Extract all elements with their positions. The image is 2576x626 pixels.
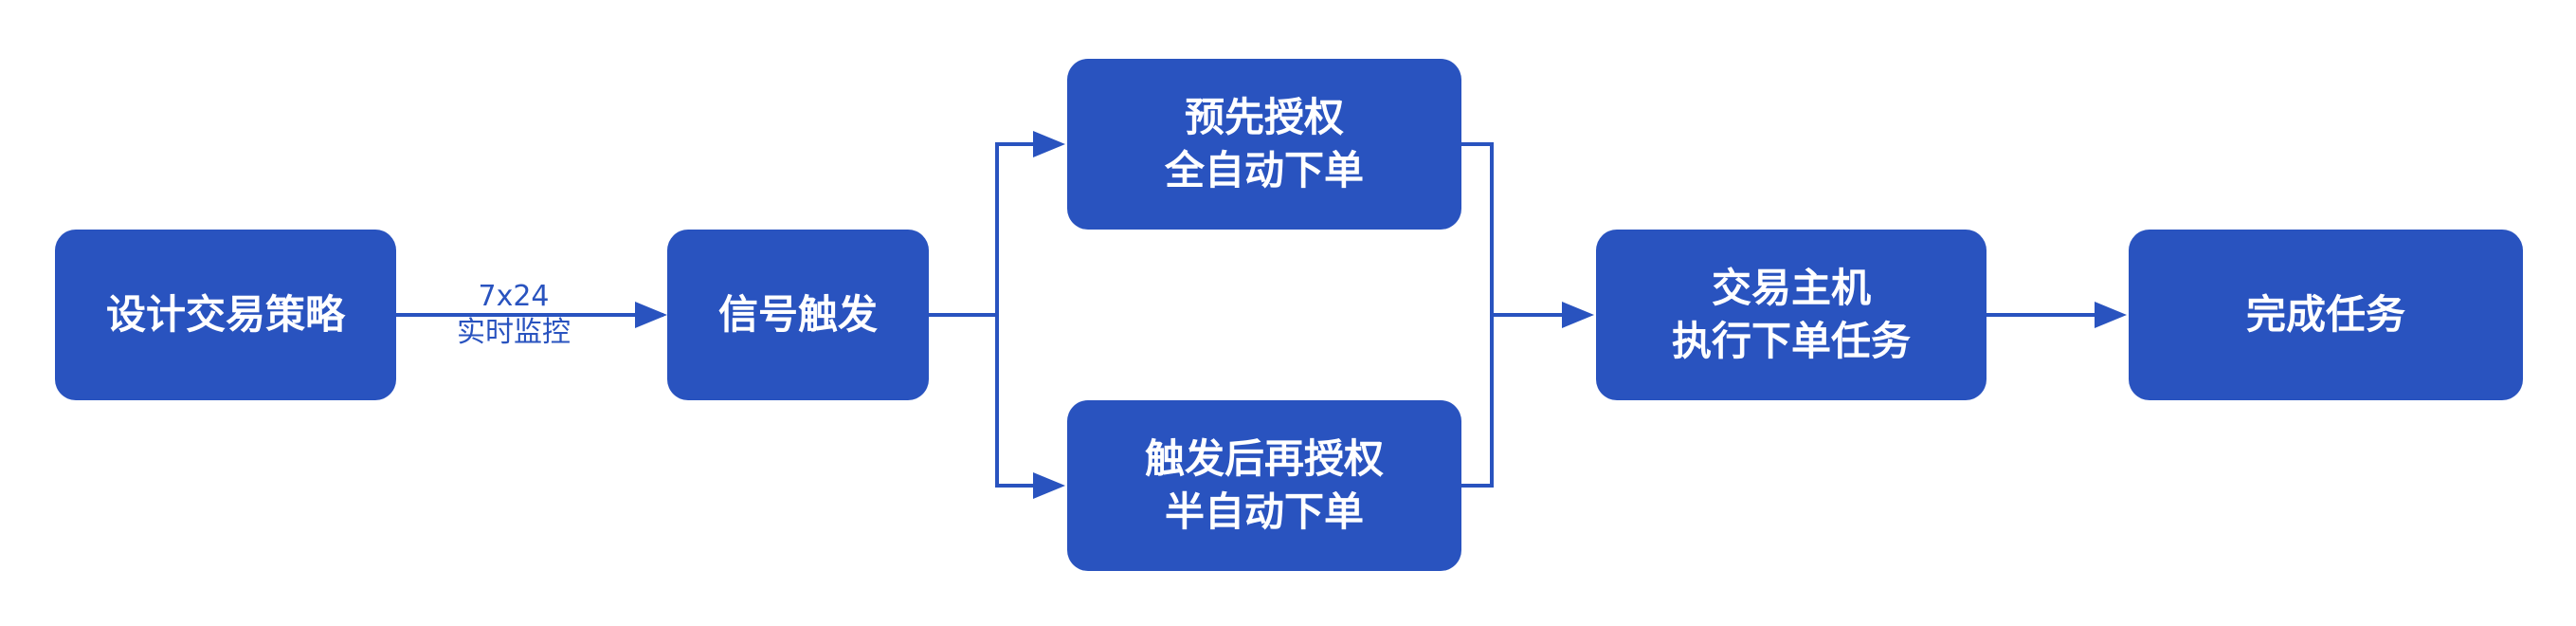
arrowhead-to-host (1562, 302, 1594, 328)
node-signal-trigger: 信号触发 (667, 230, 929, 400)
edge-label-monitoring: 7x24 实时监控 (428, 279, 599, 351)
arrow-signal-to-pre-authorize (929, 142, 1033, 317)
node-post-authorize-line2: 半自动下单 (1164, 488, 1364, 535)
node-trading-host-line1: 交易主机 (1711, 265, 1871, 311)
node-pre-authorize-line2: 全自动下单 (1164, 147, 1364, 193)
arrow-pre-authorize-to-host (1461, 142, 1494, 488)
node-complete-task: 完成任务 (2129, 230, 2523, 400)
node-complete-task-label: 完成任务 (2245, 291, 2405, 338)
node-trading-host-line2: 执行下单任务 (1671, 318, 1911, 364)
edge-label-line1: 7x24 (478, 280, 550, 313)
edge-label-line2: 实时监控 (457, 316, 571, 349)
node-signal-trigger-label: 信号触发 (717, 291, 878, 338)
node-design-strategy: 设计交易策略 (55, 230, 396, 400)
node-trading-host: 交易主机 执行下单任务 (1596, 230, 1986, 400)
arrow-signal-to-post-authorize (995, 315, 1033, 488)
arrowhead-design-to-signal (635, 302, 667, 328)
node-pre-authorize-line1: 预先授权 (1184, 94, 1344, 140)
arrowhead-to-post-authorize (1033, 472, 1065, 499)
arrowhead-to-pre-authorize (1033, 131, 1065, 157)
arrowhead-to-complete (2095, 302, 2127, 328)
node-pre-authorize: 预先授权 全自动下单 (1067, 59, 1461, 230)
node-post-authorize: 触发后再授权 半自动下单 (1067, 400, 1461, 571)
node-post-authorize-line1: 触发后再授权 (1144, 435, 1384, 482)
node-design-strategy-label: 设计交易策略 (105, 291, 345, 338)
